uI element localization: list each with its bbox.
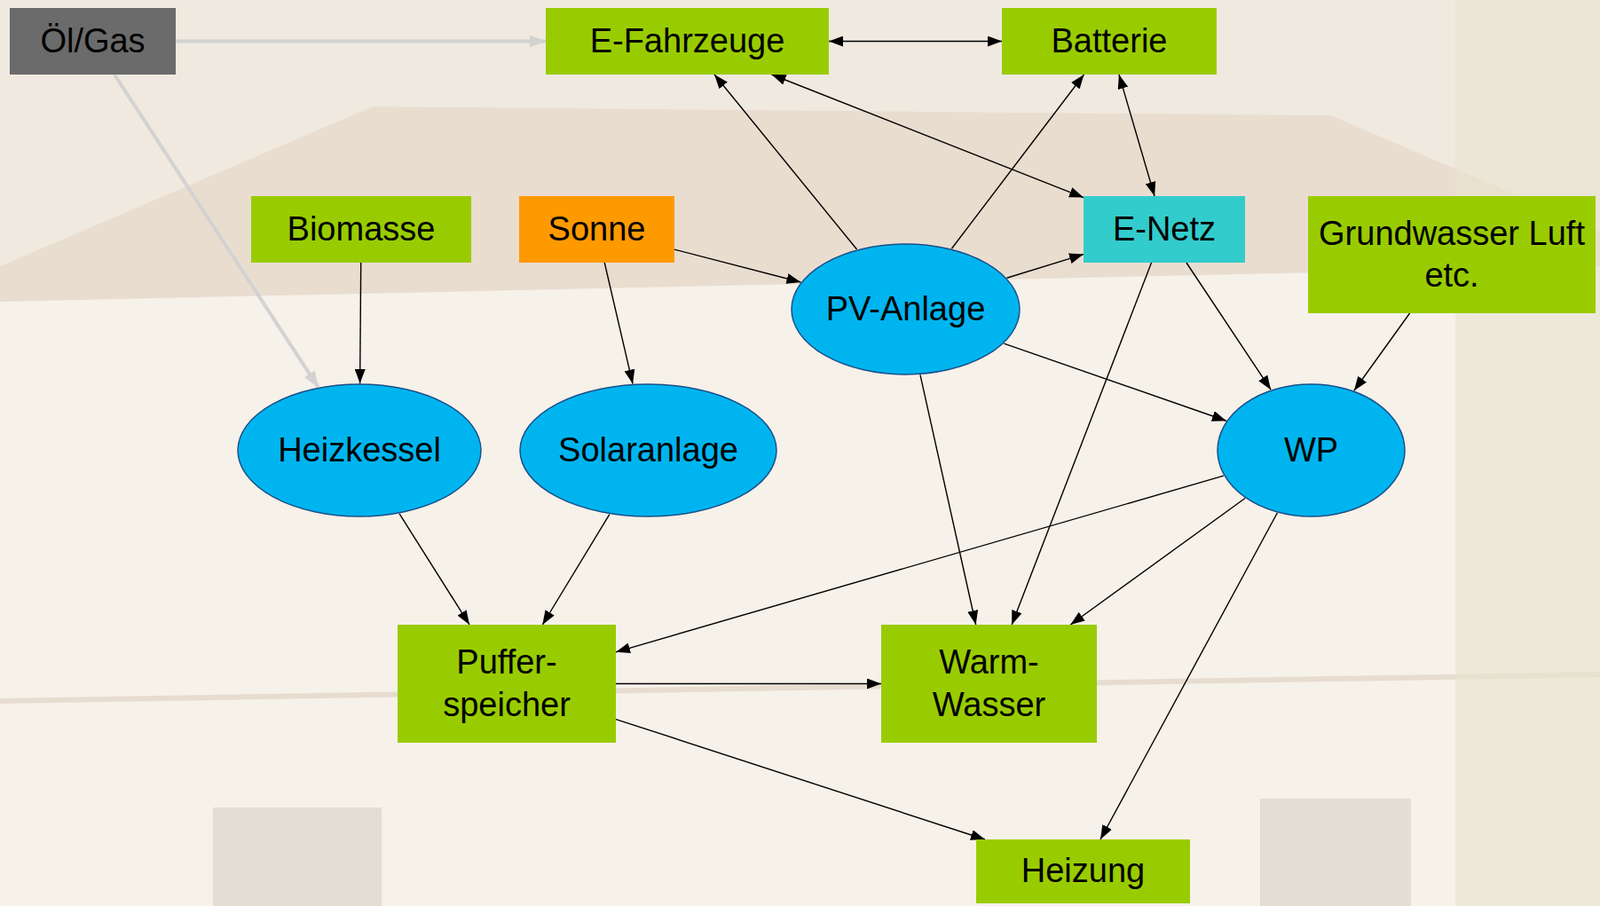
node-label: Warm- Wasser bbox=[890, 641, 1088, 726]
node-label: Biomasse bbox=[287, 208, 436, 252]
flow-arrow bbox=[1070, 497, 1246, 625]
flow-arrow bbox=[1011, 262, 1151, 625]
resource-box: E-Netz bbox=[1083, 196, 1246, 263]
resource-box: Puffer- speicher bbox=[397, 624, 616, 743]
flow-arrow bbox=[1119, 74, 1155, 197]
flow-arrow bbox=[1007, 254, 1084, 279]
node-label: Solaranlage bbox=[558, 429, 739, 473]
flow-arrow bbox=[674, 249, 801, 283]
flow-arrow bbox=[615, 683, 882, 685]
flow-arrow bbox=[1003, 343, 1227, 421]
process-ellipse: Solaranlage bbox=[519, 383, 778, 518]
node-label: Batterie bbox=[1051, 20, 1168, 64]
node-label: Heizung bbox=[1021, 850, 1145, 893]
flow-arrow bbox=[1354, 313, 1411, 391]
flow-arrow bbox=[360, 262, 362, 384]
resource-box: Öl/Gas bbox=[9, 7, 176, 75]
roof-gutter bbox=[0, 674, 1600, 702]
flow-arrow bbox=[175, 39, 546, 44]
flow-arrow bbox=[714, 74, 858, 250]
resource-box: Biomasse bbox=[251, 196, 472, 263]
ellipse-fill bbox=[520, 384, 777, 517]
node-label: E-Fahrzeuge bbox=[590, 20, 786, 64]
node-label: Puffer- speicher bbox=[406, 641, 607, 726]
flow-arrow bbox=[1100, 512, 1277, 840]
node-label: Öl/Gas bbox=[39, 20, 145, 64]
node-label: Sonne bbox=[548, 208, 647, 252]
house-wall bbox=[0, 106, 1600, 906]
resource-box: Heizung bbox=[976, 839, 1191, 904]
flow-arrow bbox=[951, 74, 1084, 249]
node-label: WP bbox=[1284, 429, 1339, 473]
resource-box: Grundwasser Luft etc. bbox=[1308, 196, 1596, 314]
resource-box: Sonne bbox=[519, 196, 675, 263]
flow-arrow bbox=[1186, 262, 1271, 390]
node-label: E-Netz bbox=[1112, 208, 1216, 252]
process-ellipse: PV-Anlage bbox=[790, 243, 1021, 376]
ellipse-fill bbox=[1217, 384, 1405, 517]
window bbox=[212, 807, 382, 906]
flow-arrow bbox=[399, 513, 470, 625]
flow-arrow bbox=[542, 514, 609, 625]
resource-box: E-Fahrzeuge bbox=[545, 7, 829, 75]
tree bbox=[1455, 0, 1600, 906]
node-label: Heizkessel bbox=[277, 429, 442, 473]
flow-arrow bbox=[920, 374, 977, 625]
process-ellipse: WP bbox=[1216, 383, 1406, 518]
window bbox=[1260, 798, 1411, 906]
resource-box: Warm- Wasser bbox=[881, 624, 1097, 743]
process-ellipse: Heizkessel bbox=[236, 383, 482, 518]
flow-arrow bbox=[828, 40, 1002, 42]
resource-box: Batterie bbox=[1001, 7, 1217, 75]
ellipse-fill bbox=[237, 384, 481, 517]
ellipse-fill bbox=[791, 244, 1020, 375]
flow-arrow bbox=[604, 262, 633, 385]
node-label: Grundwasser Luft etc. bbox=[1316, 212, 1587, 298]
node-label: PV-Anlage bbox=[826, 288, 986, 332]
